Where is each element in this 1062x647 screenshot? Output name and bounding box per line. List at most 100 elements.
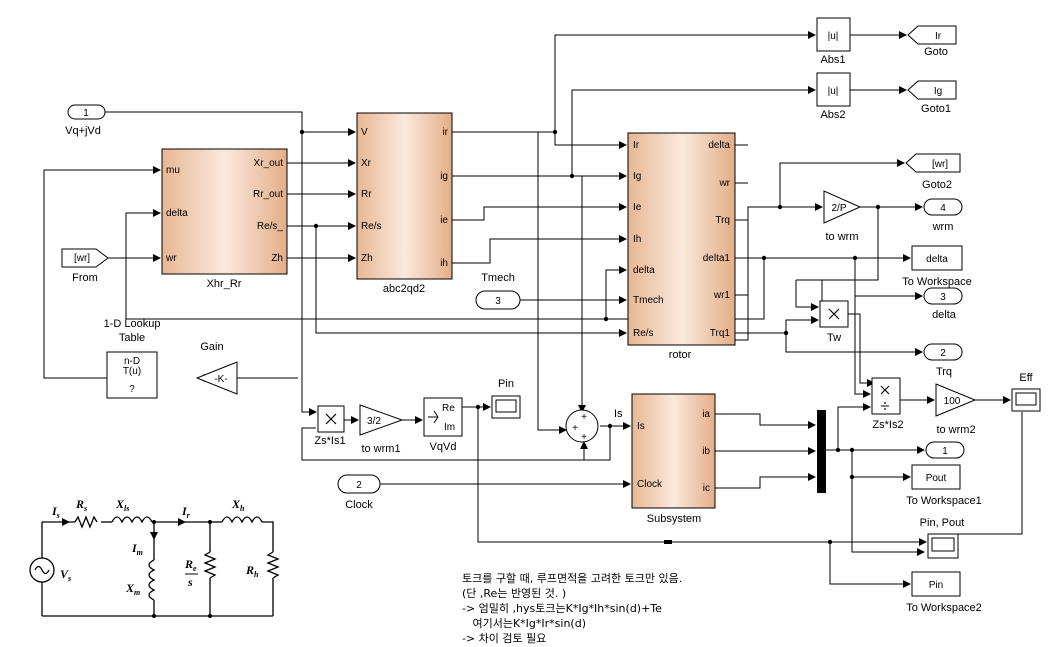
product-zs-is1[interactable]: Zs*Is1 xyxy=(314,405,346,447)
svg-text:VqVd: VqVd xyxy=(430,441,457,453)
svg-text:ib: ib xyxy=(702,446,710,457)
svg-text:abc2qd2: abc2qd2 xyxy=(383,283,425,295)
abs1-block[interactable]: |u| Abs1 xyxy=(816,17,851,66)
svg-text:Tmech: Tmech xyxy=(481,272,515,284)
resistor-re-s xyxy=(203,551,217,579)
svg-text:-> 엄밀히 ,hys토크는K*Ig*Ih*sin(d)+T: -> 엄밀히 ,hys토크는K*Ig*Ih*sin(d)+Te xyxy=(462,601,662,615)
svg-text:ig: ig xyxy=(440,171,448,182)
svg-text:Clock: Clock xyxy=(345,499,373,511)
svg-text:토크를 구할 때, 루프면적을 고려한 토크만 있음.: 토크를 구할 때, 루프면적을 고려한 토크만 있음. xyxy=(462,572,682,585)
outport-1[interactable]: 1 xyxy=(925,441,965,459)
outport-delta[interactable]: 3 delta xyxy=(923,287,963,321)
scope-pin-pout[interactable]: Pin, Pout xyxy=(920,517,965,559)
subsystem-block[interactable]: Is Clock ia ib ic Subsystem xyxy=(631,393,716,525)
svg-text:Xr_out: Xr_out xyxy=(254,158,284,169)
svg-text:2: 2 xyxy=(356,480,362,491)
svg-text:Is: Is xyxy=(614,408,623,420)
svg-text:여기서는K*Ig*Ir*sin(d): 여기서는K*Ig*Ir*sin(d) xyxy=(462,617,586,630)
svg-text:rotor: rotor xyxy=(669,349,692,361)
inductor-xh xyxy=(221,516,263,524)
svg-text:Tmech: Tmech xyxy=(633,295,664,306)
inport-vq-jvd[interactable]: 1 Vq+jVd xyxy=(65,104,106,137)
svg-text:ic: ic xyxy=(703,483,710,494)
svg-text:Im: Im xyxy=(131,541,143,557)
svg-text:Xr: Xr xyxy=(361,158,372,169)
subsystem-abc2qd2[interactable]: V Xr Rr Re/s Zh ir ig ie ih abc2qd2 xyxy=(356,112,453,295)
svg-text:+: + xyxy=(581,432,587,443)
svg-text:|u|: |u| xyxy=(828,86,839,97)
svg-text:wr: wr xyxy=(718,178,730,189)
svg-text:Table: Table xyxy=(119,332,145,344)
complex-to-re-im-vqvd[interactable]: Re Im VqVd xyxy=(423,397,463,453)
svg-text:Re: Re xyxy=(184,557,197,573)
scope-pin[interactable]: Pin xyxy=(491,378,521,419)
svg-text:Is: Is xyxy=(51,504,60,520)
svg-text:Vs: Vs xyxy=(60,567,71,583)
branch-points xyxy=(299,129,881,545)
svg-text:Re: Re xyxy=(442,403,455,414)
svg-text:Rr_out: Rr_out xyxy=(253,189,283,200)
svg-text:ir: ir xyxy=(442,127,448,138)
svg-text:Ig: Ig xyxy=(934,86,942,97)
gain-to-wrm1[interactable]: 3/2 to wrm1 xyxy=(359,404,404,455)
svg-text:Goto2: Goto2 xyxy=(922,179,952,191)
svg-text:ia: ia xyxy=(702,409,710,420)
mux-block[interactable] xyxy=(817,410,826,493)
from-block-wr[interactable]: [wr] From xyxy=(61,248,109,284)
svg-text:to wrm1: to wrm1 xyxy=(361,443,400,455)
goto-wr[interactable]: [wr] Goto2 xyxy=(905,153,961,191)
inport-clock[interactable]: 2 Clock xyxy=(337,474,381,511)
resistor-rs xyxy=(74,515,98,529)
svg-text:Abs2: Abs2 xyxy=(820,109,845,121)
svg-text:+: + xyxy=(572,423,578,434)
abs2-block[interactable]: |u| Abs2 xyxy=(816,72,851,121)
svg-text:to wrm2: to wrm2 xyxy=(936,424,975,436)
svg-text:Ie: Ie xyxy=(633,202,642,213)
gain-to-wrm[interactable]: 2/P to wrm xyxy=(823,190,862,243)
product-zs-is2[interactable]: Zs*Is2 xyxy=(871,377,904,431)
svg-text:Clock: Clock xyxy=(637,479,663,490)
sum-block-is[interactable]: + + + Is xyxy=(565,408,623,443)
svg-text:Goto1: Goto1 xyxy=(921,103,951,115)
outport-wrm[interactable]: 4 wrm xyxy=(923,198,963,233)
to-workspace-delta[interactable]: delta To Workspace xyxy=(902,245,972,288)
goto-ig[interactable]: Ig Goto1 xyxy=(907,80,957,115)
svg-text:Tw: Tw xyxy=(827,332,841,344)
subsystem-rotor[interactable]: Ir Ig Ie Ih delta Tmech Re/s delta wr Tr… xyxy=(627,132,736,361)
to-workspace-pout[interactable]: Pout To Workspace1 xyxy=(906,464,982,507)
svg-text:+: + xyxy=(581,412,587,423)
svg-text:ih: ih xyxy=(440,258,448,269)
svg-text:delta: delta xyxy=(926,254,948,265)
svg-text:Trq: Trq xyxy=(715,215,730,226)
inport-tmech[interactable]: 3 Tmech xyxy=(475,272,521,310)
svg-text:Gain: Gain xyxy=(200,341,223,353)
svg-text:Zs*Is2: Zs*Is2 xyxy=(872,419,903,431)
lookup-table-1d[interactable]: n-D T(u) ? 1-D Lookup Table xyxy=(104,318,161,399)
wires xyxy=(43,31,1023,588)
svg-text:2/P: 2/P xyxy=(831,203,846,214)
gain-block[interactable]: -K- Gain xyxy=(195,341,238,395)
gain-to-wrm2[interactable]: 100 to wrm2 xyxy=(935,383,977,436)
subsystem-xhr-rr[interactable]: mu delta wr Xr_out Rr_out Re/s_ Zh Xhr_R… xyxy=(161,148,288,290)
svg-text:4: 4 xyxy=(940,203,946,214)
goto-ir[interactable]: Ir Goto xyxy=(907,25,957,58)
annotation-notes: 토크를 구할 때, 루프면적을 고려한 토크만 있음. (단 ,Re는 반영된 … xyxy=(462,572,682,645)
svg-text:Ig: Ig xyxy=(633,171,641,182)
scope-eff[interactable]: Eff xyxy=(1011,372,1041,412)
svg-text:to wrm: to wrm xyxy=(826,231,859,243)
svg-text:wr: wr xyxy=(165,253,177,264)
svg-text:Eff: Eff xyxy=(1019,372,1033,384)
svg-text:Xls: Xls xyxy=(115,497,129,513)
svg-text:From: From xyxy=(72,272,98,284)
outport-trq[interactable]: 2 Trq xyxy=(923,343,963,378)
svg-text:delta: delta xyxy=(708,140,730,151)
to-workspace-pin[interactable]: Pin To Workspace2 xyxy=(906,571,982,614)
product-tw[interactable]: Tw xyxy=(819,300,849,344)
svg-text:|u|: |u| xyxy=(828,31,839,42)
inport-label: Vq+jVd xyxy=(65,125,101,137)
svg-text:1-D Lookup: 1-D Lookup xyxy=(104,318,161,330)
inductor-xls xyxy=(111,516,153,524)
svg-text:-K-: -K- xyxy=(214,374,227,385)
svg-text:Rr: Rr xyxy=(361,189,372,200)
